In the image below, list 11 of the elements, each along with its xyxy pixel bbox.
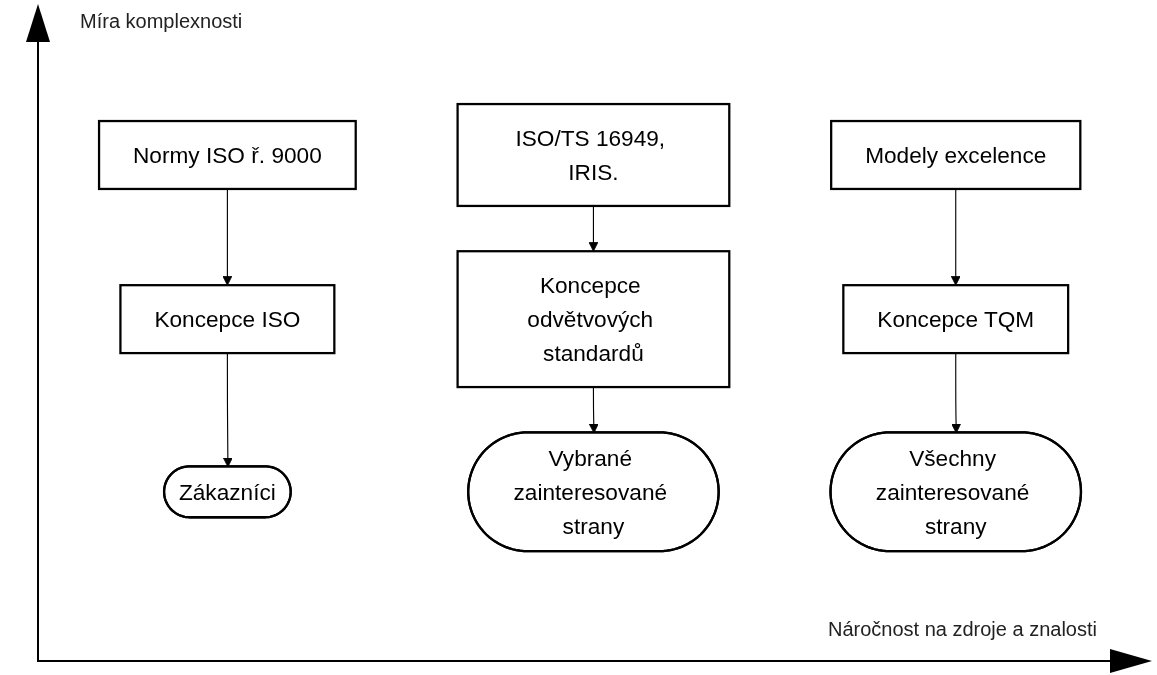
arrow: [222, 188, 233, 286]
node-box: Normy ISO ř. 9000: [97, 119, 357, 190]
node-box: Koncepce ISO: [119, 283, 336, 355]
axis-label: Náročnost na zdroje a znalosti: [827, 618, 1097, 641]
node-box: Modely excelence: [830, 119, 1082, 190]
node-box: ISO/TS 16949, IRIS.: [456, 102, 731, 207]
arrow: [588, 205, 599, 252]
arrow: [950, 188, 961, 286]
axis-label: Míra komplexnosti: [80, 10, 243, 33]
node-box: Koncepce TQM: [842, 283, 1070, 355]
node-box: Koncepce odvětvových standardů: [456, 249, 731, 389]
